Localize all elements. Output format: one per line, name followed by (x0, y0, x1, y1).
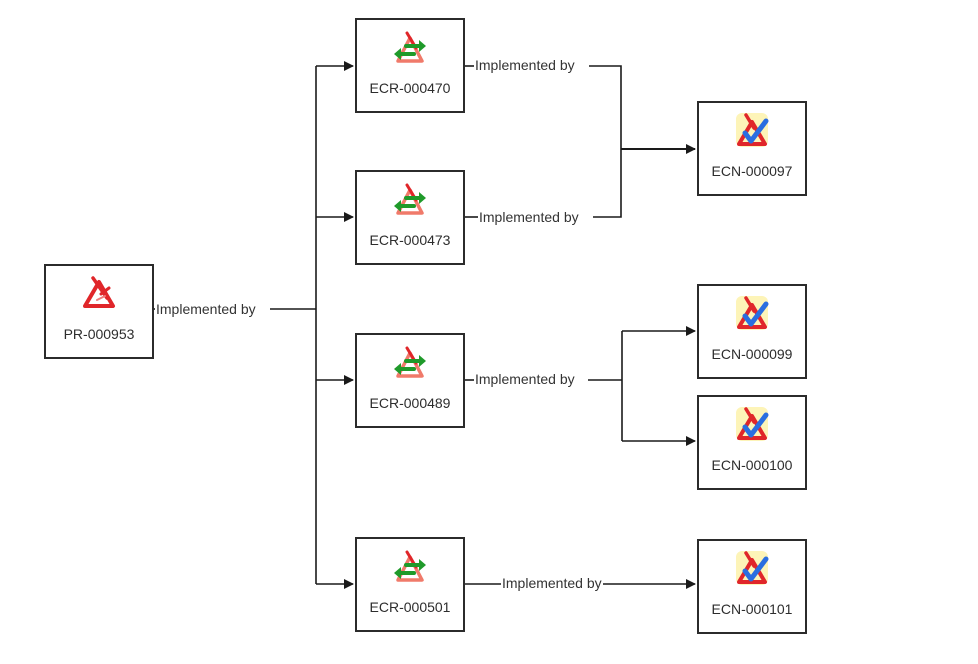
node-ecr-000470[interactable]: ECR-000470 (355, 18, 465, 113)
node-label: ECN-000097 (711, 163, 793, 179)
node-pr-000953[interactable]: PR-000953 (44, 264, 154, 359)
node-ecn-000097[interactable]: ECN-000097 (697, 101, 807, 196)
change-notice-icon (732, 549, 772, 587)
node-label: ECR-000470 (369, 80, 451, 96)
edge-label-ecr-000473: Implemented by (478, 209, 580, 225)
node-label: ECR-000501 (369, 599, 451, 615)
edge-ecr-000473-ecn-000097 (593, 149, 622, 218)
edge-label-ecr-000470: Implemented by (474, 57, 576, 73)
change-request-icon (390, 343, 430, 381)
edge-label-pr-000953: Implemented by (155, 301, 257, 317)
problem-report-icon (79, 274, 119, 312)
node-label: ECN-000101 (711, 601, 793, 617)
node-ecn-000101[interactable]: ECN-000101 (697, 539, 807, 634)
node-label: PR-000953 (63, 326, 135, 342)
node-label: ECN-000099 (711, 346, 793, 362)
change-request-icon (390, 547, 430, 585)
change-notice-icon (732, 294, 772, 332)
node-label: ECN-000100 (711, 457, 793, 473)
node-label: ECR-000473 (369, 232, 451, 248)
change-request-icon (390, 28, 430, 66)
edge-label-ecr-000489: Implemented by (474, 371, 576, 387)
edge-ecr-000470-ecn-000097 (589, 65, 622, 149)
edge-label-ecr-000501: Implemented by (501, 575, 603, 591)
node-ecr-000489[interactable]: ECR-000489 (355, 333, 465, 428)
node-ecn-000099[interactable]: ECN-000099 (697, 284, 807, 379)
change-notice-icon (732, 405, 772, 443)
node-ecn-000100[interactable]: ECN-000100 (697, 395, 807, 490)
change-request-icon (390, 180, 430, 218)
node-label: ECR-000489 (369, 395, 451, 411)
node-ecr-000501[interactable]: ECR-000501 (355, 537, 465, 632)
node-ecr-000473[interactable]: ECR-000473 (355, 170, 465, 265)
change-notice-icon (732, 111, 772, 149)
